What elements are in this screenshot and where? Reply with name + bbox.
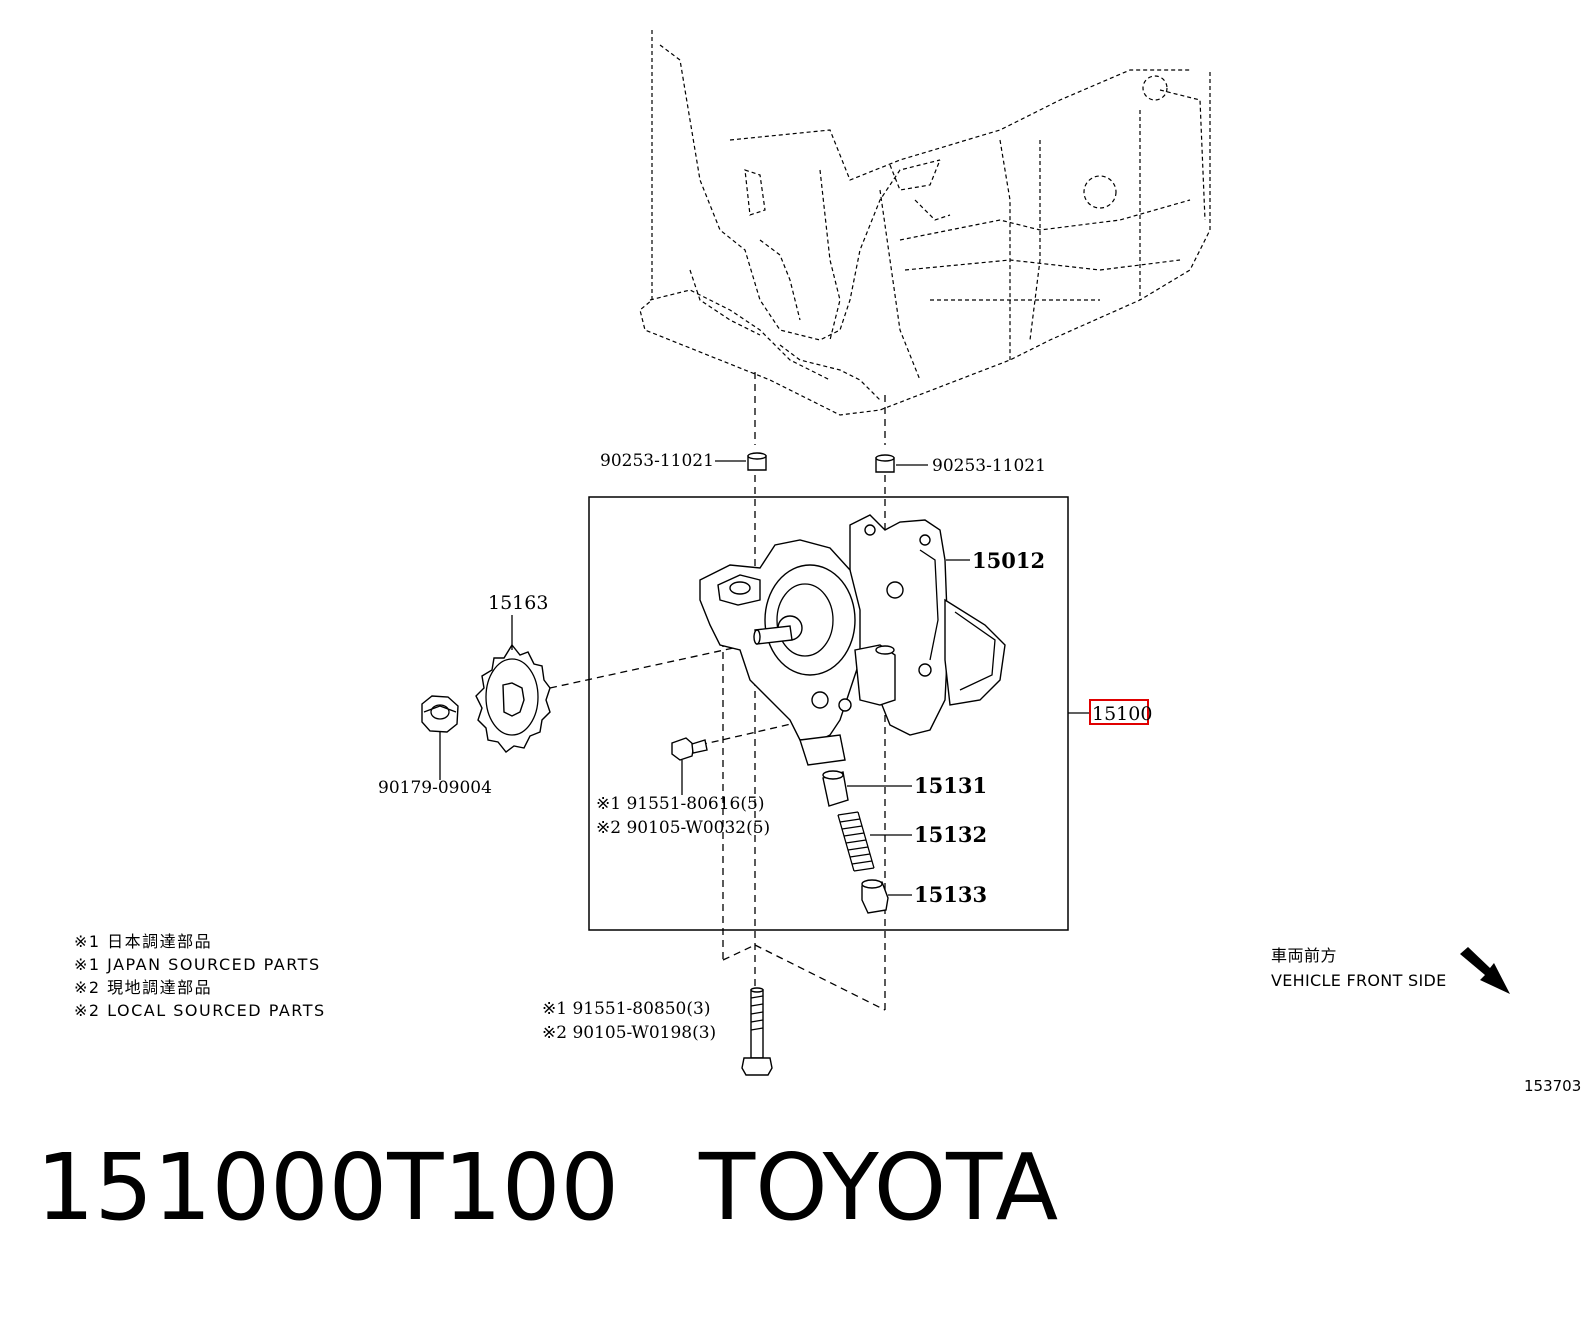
small-bolt[interactable]: [671, 737, 708, 761]
callout-spring[interactable]: 15132: [914, 822, 987, 847]
dowel-pin-right[interactable]: [875, 454, 895, 473]
title-part-number: 151000T100: [36, 1134, 619, 1241]
callout-nut[interactable]: 90179-09004: [378, 778, 492, 798]
note-line-3: ※2 現地調達部品: [74, 978, 212, 997]
callout-relief-valve[interactable]: 15131: [914, 773, 987, 798]
direction-arrow-icon: [1460, 947, 1510, 994]
diagram-id: 153703: [1524, 1077, 1581, 1095]
callout-dowel-left[interactable]: 90253-11021: [600, 451, 714, 471]
note-line-4: ※2 LOCAL SOURCED PARTS: [74, 1001, 326, 1020]
dowel-pin-left[interactable]: [747, 452, 767, 471]
callout-sprocket[interactable]: 15163: [488, 592, 548, 614]
callout-bolt-long-2[interactable]: ※2 90105-W0198(3): [542, 1023, 716, 1043]
callout-housing[interactable]: 15012: [972, 548, 1045, 573]
drive-sprocket[interactable]: [475, 643, 551, 753]
callout-bolt-small-2[interactable]: ※2 90105-W0032(5): [596, 818, 770, 838]
engine-block-outline: [639, 30, 1211, 416]
long-bolt[interactable]: [741, 987, 773, 1076]
callout-dowel-right[interactable]: 90253-11021: [932, 456, 1046, 476]
relief-valve[interactable]: [822, 770, 849, 807]
direction-label-jp: 車両前方: [1271, 946, 1337, 965]
pump-assy-highlight: [1089, 699, 1149, 725]
note-line-1: ※1 日本調達部品: [74, 932, 212, 951]
direction-label-en: VEHICLE FRONT SIDE: [1271, 971, 1447, 990]
oil-pump-body[interactable]: [699, 539, 896, 766]
title-brand: TOYOTA: [699, 1134, 1059, 1241]
callout-plug[interactable]: 15133: [914, 882, 987, 907]
callout-bolt-small-1[interactable]: ※1 91551-80616(5): [596, 794, 764, 814]
valve-plug[interactable]: [861, 879, 889, 914]
note-line-2: ※1 JAPAN SOURCED PARTS: [74, 955, 321, 974]
relief-spring[interactable]: [837, 811, 875, 872]
callout-bolt-long-1[interactable]: ※1 91551-80850(3): [542, 999, 710, 1019]
sprocket-nut[interactable]: [421, 695, 459, 733]
callout-pump-assy[interactable]: 15100: [1092, 703, 1152, 725]
